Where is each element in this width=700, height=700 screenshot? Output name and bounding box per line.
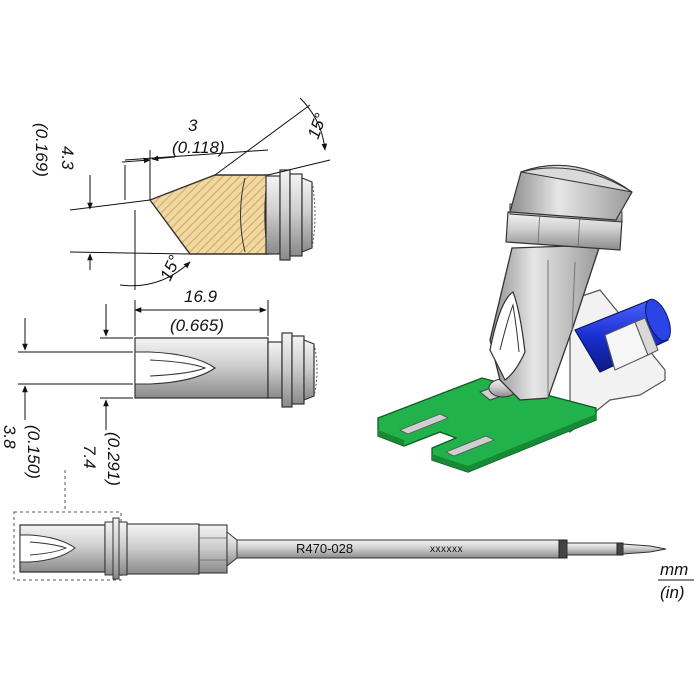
dim-fork-width-mm: 7.4 xyxy=(80,445,99,469)
tip-fork-cut xyxy=(489,291,526,381)
units-secondary: (in) xyxy=(660,583,685,602)
dim-slot-width-in: (0.150) xyxy=(24,425,43,479)
dim-tip-height-mm: 4.3 xyxy=(58,146,77,170)
dim-top-angle: 15° xyxy=(304,111,331,142)
dim-top-length-mm: 3 xyxy=(188,116,198,135)
tip-3d-illustration xyxy=(377,164,671,473)
dim-bottom-angle: 15° xyxy=(156,252,184,284)
dim-slot-width-mm: 3.8 xyxy=(0,425,19,449)
tip-top-view xyxy=(134,332,318,408)
dimension-labels: 3 (0.118) 4.3 (0.169) 15° 15° 16.9 (0.66… xyxy=(0,111,331,486)
dim-middle-length-mm: 16.9 xyxy=(184,287,218,306)
cartridge-code-label: xxxxxx xyxy=(430,544,463,555)
units-primary: mm xyxy=(660,560,688,579)
tip-side-view xyxy=(148,169,316,261)
dimension-lines-top xyxy=(69,97,331,290)
dim-top-length-in: (0.118) xyxy=(172,138,225,157)
dim-tip-height-in: (0.169) xyxy=(32,123,51,177)
cartridge-full-view xyxy=(13,470,667,581)
dim-middle-length-in: (0.665) xyxy=(170,316,224,335)
units-legend: mm (in) xyxy=(658,560,694,602)
dim-fork-width-in: (0.291) xyxy=(104,432,123,486)
cartridge-shaft xyxy=(236,539,560,559)
dimension-lines-middle xyxy=(18,300,269,430)
cartridge-model-label: R470-028 xyxy=(296,541,353,556)
tip-section-hatched xyxy=(148,174,269,255)
